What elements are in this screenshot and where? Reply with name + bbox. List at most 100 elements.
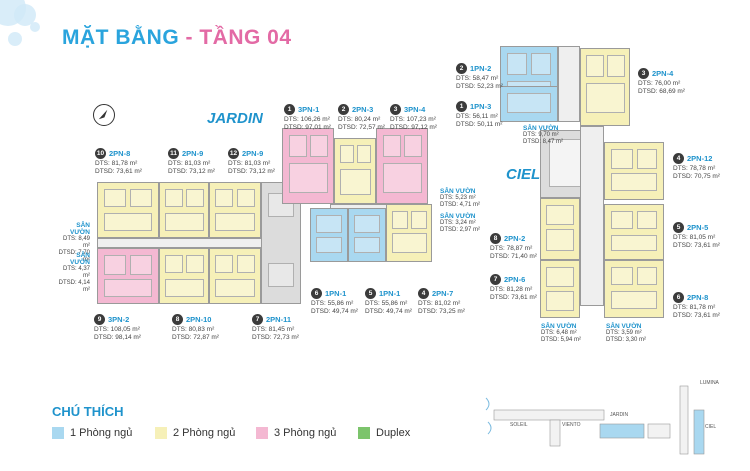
unit-dts: DTS: 78,78 m² [673,165,716,172]
unit-code: 3PN-2 [108,314,130,324]
unit-number-badge: 1 [284,104,295,115]
unit-dts: DTS: 55,86 m² [311,300,354,307]
garden-label: SÂN VƯỜN DTS: 9,70 m² DTSD: 8,47 m² [523,125,563,146]
unit-plan-ciel-3[interactable] [580,48,630,126]
legend-item: 2 Phòng ngủ [155,427,235,439]
garden-title: SÂN VƯỜN [440,188,476,195]
unit-dts: DTS: 81,05 m² [673,234,716,241]
legend-title: CHÚ THÍCH [52,404,124,419]
garden-title: SÂN VƯỜN [541,323,577,330]
unit-dtsd: DTSD: 97,01 m² [284,123,331,131]
unit-code: 2PN-9 [242,148,264,158]
legend-item: 3 Phòng ngủ [256,427,336,439]
unit-dts: DTS: 55,86 m² [365,300,408,307]
unit-number-badge: 3 [638,68,649,79]
unit-code: 2PN-8 [109,148,131,158]
site-label-ciel: CIEL [705,424,717,430]
unit-dts: DTS: 107,23 m² [390,116,436,123]
unit-number-badge: 4 [418,288,429,299]
unit-code: 1PN-1 [325,288,347,298]
unit-plan-jardin-4[interactable] [386,204,432,262]
unit-code: 2PN-6 [504,274,526,284]
garden-dts: DTS: 8,49 m² [62,236,90,249]
garden-label: SÂN VƯỜN DTS: 8,49 m² DTSD: 7,70 m² [56,222,90,264]
unit-code: 2PN-5 [687,222,709,232]
legend-label: 1 Phòng ngủ [70,427,133,439]
unit-number-badge: 7 [252,314,263,325]
unit-number-badge: 10 [95,148,106,159]
unit-code: 2PN-10 [186,314,212,324]
unit-dts: DTS: 81,45 m² [252,326,295,333]
corridor-ciel-north [558,46,580,122]
unit-dtsd: DTSD: 73,61 m² [673,241,720,249]
garden-dts: DTS: 5,23 m² [440,195,476,201]
unit-plan-ciel-7[interactable] [540,260,580,318]
unit-plan-jardin-7[interactable] [209,248,261,304]
unit-plan-jardin-10[interactable] [97,182,159,238]
unit-plan-jardin-3[interactable] [376,128,428,204]
legend-swatch [155,427,167,439]
unit-plan-jardin-8[interactable] [159,248,209,304]
unit-dtsd: DTSD: 72,73 m² [252,333,299,341]
garden-title: SÂN VƯỜN [70,252,90,266]
unit-plan-ciel-1[interactable] [500,86,558,122]
unit-plan-ciel-4[interactable] [604,142,664,200]
unit-number-badge: 4 [673,153,684,164]
legend-item: 1 Phòng ngủ [52,427,132,439]
unit-plan-jardin-2[interactable] [334,138,376,204]
garden-dtsd: DTSD: 8,47 m² [523,139,564,145]
unit-dtsd: DTSD: 72,87 m² [172,333,219,341]
section-ciel: CIEL [506,166,541,183]
unit-plan-ciel-6[interactable] [604,260,664,318]
decor-bubble [14,4,36,26]
unit-code: 2PN-4 [652,68,674,78]
unit-dtsd: DTSD: 73,25 m² [418,307,465,315]
unit-dts: DTS: 56,11 m² [456,113,498,120]
unit-plan-jardin-6[interactable] [310,208,348,262]
legend-swatch [358,427,370,439]
unit-code: 2PN-12 [687,153,713,163]
unit-dtsd: DTSD: 49,74 m² [365,307,412,315]
garden-title: SÂN VƯỜN [606,323,642,330]
unit-plan-jardin-5[interactable] [348,208,386,262]
unit-plan-jardin-12[interactable] [209,182,261,238]
legend-label: 3 Phòng ngủ [274,427,337,439]
unit-plan-jardin-9[interactable] [97,248,159,304]
unit-dtsd: DTSD: 73,12 m² [168,167,215,175]
unit-plan-jardin-1[interactable] [282,128,334,204]
unit-dts: DTS: 81,78 m² [673,304,716,311]
unit-dts: DTS: 81,03 m² [168,160,211,167]
garden-dtsd: DTSD: 4,71 m² [440,202,481,208]
garden-dtsd: DTSD: 5,94 m² [541,337,582,343]
unit-plan-ciel-8[interactable] [540,198,580,260]
unit-dts: DTS: 108,05 m² [94,326,140,333]
unit-dts: DTS: 81,02 m² [418,300,461,307]
unit-plan-ciel-5[interactable] [604,204,664,260]
unit-number-badge: 2 [456,63,467,74]
decor-bubble [8,32,22,46]
unit-dts: DTS: 80,24 m² [338,116,381,123]
unit-dts: DTS: 81,03 m² [228,160,271,167]
garden-title: SÂN VƯỜN [70,222,90,236]
garden-label: SÂN VƯỜN DTS: 6,48 m² DTSD: 5,94 m² [541,323,581,344]
garden-label: SÂN VƯỜN DTS: 5,23 m² DTSD: 4,71 m² [440,188,480,209]
garden-dts: DTS: 3,24 m² [440,220,476,226]
unit-code: 3PN-4 [404,104,426,114]
corridor-ciel [580,126,604,306]
unit-code: 2PN-3 [352,104,374,114]
unit-number-badge: 11 [168,148,179,159]
garden-dts: DTS: 6,48 m² [541,330,577,336]
unit-plan-jardin-11[interactable] [159,182,209,238]
legend-label: Duplex [376,427,411,439]
title-floor: TẦNG 04 [199,26,292,49]
